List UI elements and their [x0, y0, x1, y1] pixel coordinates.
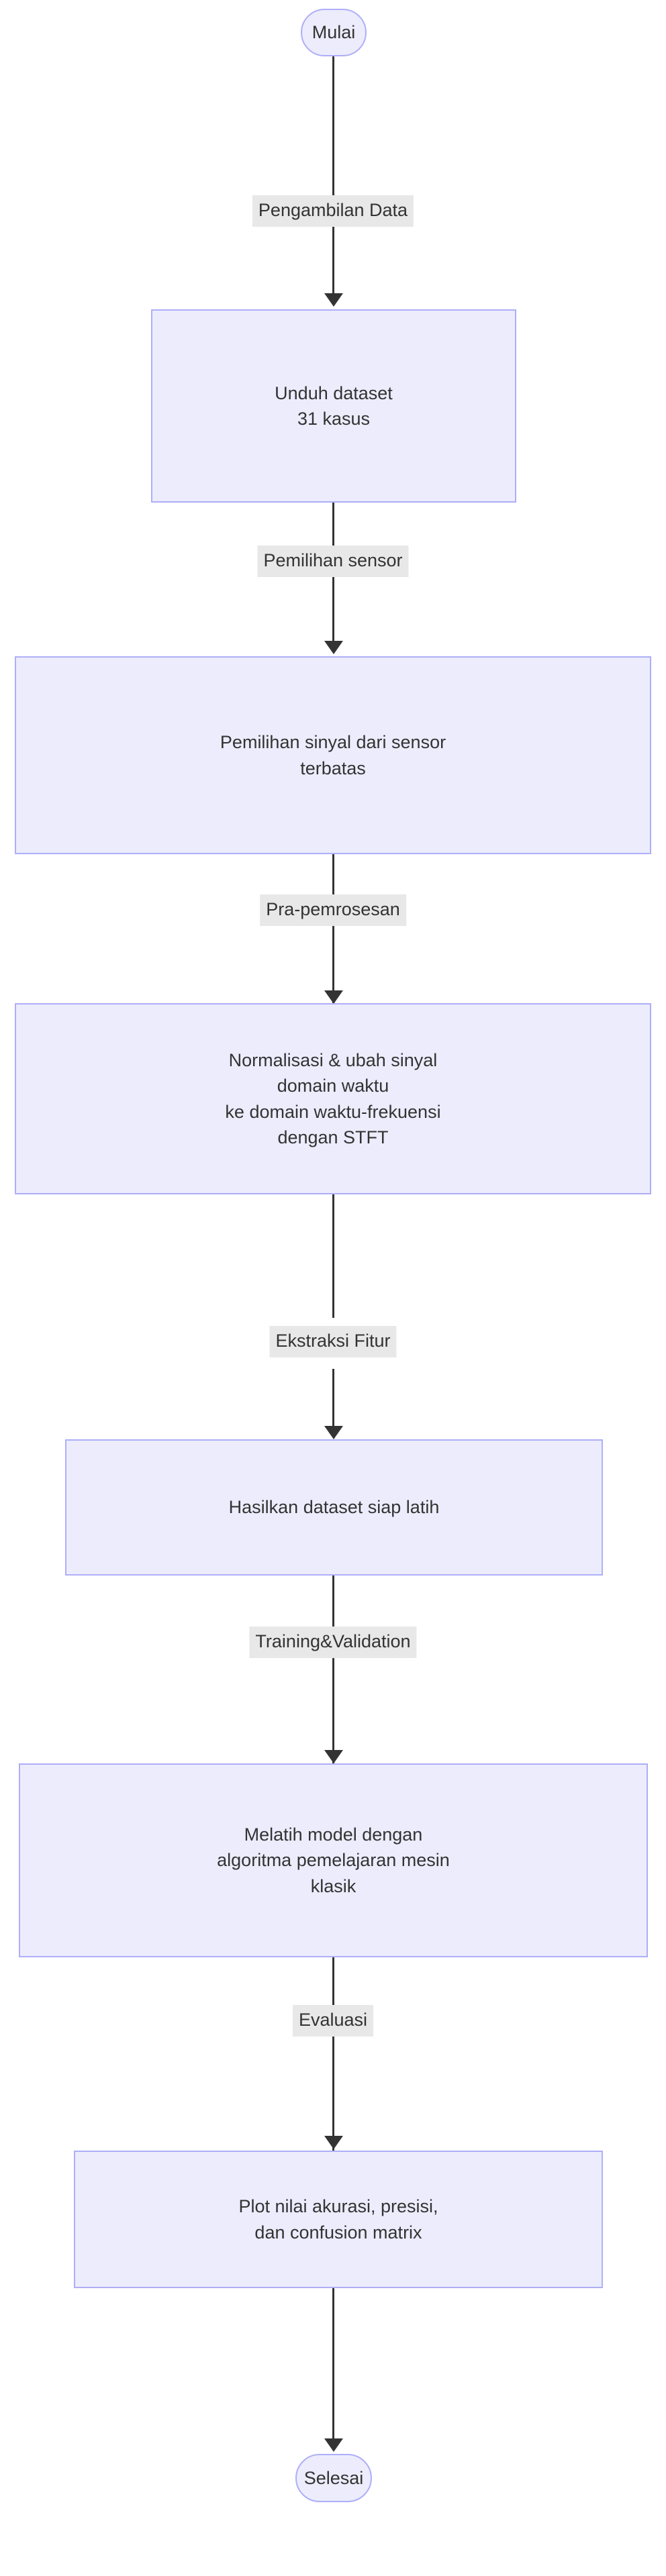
edge-melatih-plot — [332, 1957, 334, 2152]
edge-label-ekstraksi-fitur: Ekstraksi Fitur — [269, 1326, 397, 1357]
edge-normalisasi-hasilkan-lower — [332, 1369, 334, 1429]
node-normalisasi-stft[interactable]: Normalisasi & ubah sinyal domain waktu k… — [15, 1003, 651, 1194]
edge-normalisasi-hasilkan — [332, 1194, 334, 1318]
edge-melatih-plot-arrowhead — [324, 2136, 343, 2149]
edge-label-training-validation: Training&Validation — [249, 1627, 417, 1658]
edge-hasilkan-melatih — [332, 1576, 334, 1767]
edge-pemilihan-normalisasi — [332, 854, 334, 1004]
node-melatih-model[interactable]: Melatih model dengan algoritma pemelajar… — [19, 1763, 648, 1957]
node-normalisasi-stft-label: Normalisasi & ubah sinyal domain waktu k… — [225, 1049, 441, 1147]
edge-pemilihan-normalisasi-arrowhead — [324, 990, 343, 1004]
edge-label-pengambilan-data: Pengambilan Data — [252, 195, 414, 227]
edge-normalisasi-hasilkan-arrowhead — [324, 1426, 343, 1439]
node-mulai[interactable]: Mulai — [301, 9, 367, 56]
edge-label-pemilihan-sensor: Pemilihan sensor — [257, 546, 409, 577]
edge-mulai-unduh-arrowhead — [324, 293, 343, 307]
edge-plot-selesai — [332, 2288, 334, 2444]
node-mulai-label: Mulai — [312, 22, 356, 43]
node-pemilihan-sinyal[interactable]: Pemilihan sinyal dari sensor terbatas — [15, 656, 651, 854]
node-unduh-dataset[interactable]: Unduh dataset 31 kasus — [151, 309, 516, 503]
edge-unduh-pemilihan-arrowhead — [324, 641, 343, 654]
edge-plot-selesai-arrowhead — [324, 2438, 343, 2452]
node-selesai[interactable]: Selesai — [295, 2454, 372, 2502]
edge-hasilkan-melatih-arrowhead — [324, 1750, 343, 1763]
node-plot-evaluasi[interactable]: Plot nilai akurasi, presisi, dan confusi… — [74, 2151, 603, 2288]
node-selesai-label: Selesai — [303, 2467, 364, 2488]
node-hasilkan-dataset-label: Hasilkan dataset siap latih — [228, 1497, 440, 1518]
edge-mulai-unduh — [332, 56, 334, 298]
edge-label-evaluasi: Evaluasi — [292, 2005, 374, 2037]
node-pemilihan-sinyal-label: Pemilihan sinyal dari sensor terbatas — [220, 732, 446, 778]
node-unduh-dataset-label: Unduh dataset 31 kasus — [275, 382, 393, 429]
node-plot-evaluasi-label: Plot nilai akurasi, presisi, dan confusi… — [238, 2196, 438, 2243]
node-melatih-model-label: Melatih model dengan algoritma pemelajar… — [217, 1824, 450, 1896]
edge-label-pra-pemrosesan: Pra-pemrosesan — [260, 894, 406, 926]
node-hasilkan-dataset[interactable]: Hasilkan dataset siap latih — [65, 1439, 603, 1576]
